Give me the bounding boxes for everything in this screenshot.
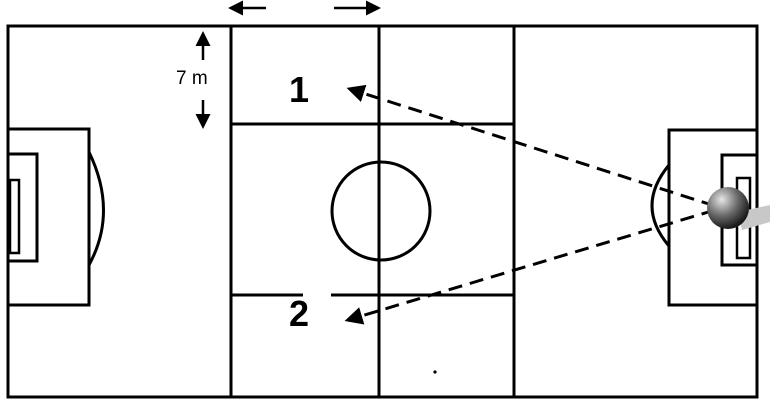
field-boundary: [6, 24, 759, 399]
distance-label: 7 m: [176, 68, 208, 89]
right-penalty-arc: [650, 164, 671, 247]
center-circle: [330, 160, 432, 262]
pass-arrow-to-zone-2: [344, 208, 716, 325]
ball-icon: [707, 187, 749, 229]
pass-arrow-to-zone-1: [346, 84, 716, 208]
center-spot: [433, 370, 437, 374]
zone-label-1: 1: [289, 69, 309, 110]
left-goal: [8, 178, 21, 255]
left-penalty-arc: [87, 151, 105, 266]
left-goal-area: [6, 152, 39, 263]
zone-label-2: 2: [289, 293, 309, 334]
